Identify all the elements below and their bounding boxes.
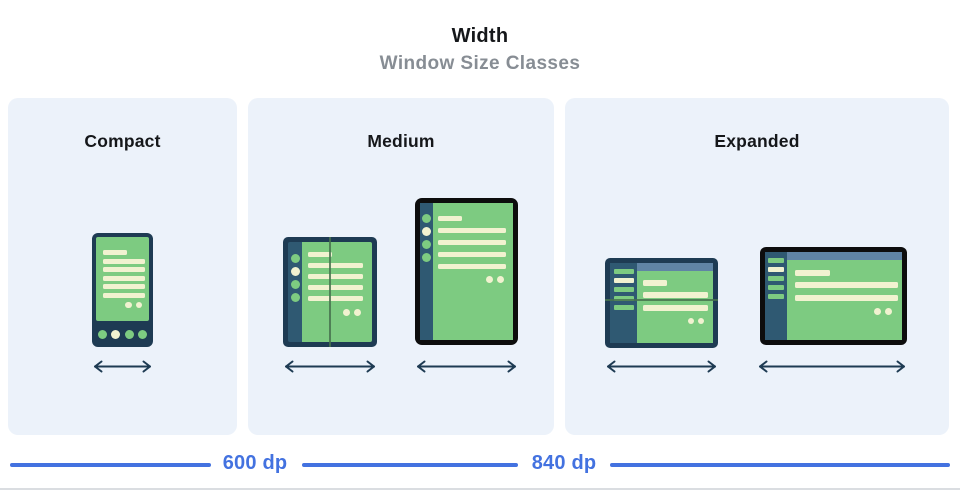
sidebar-bar xyxy=(614,287,634,292)
panel-compact-title: Compact xyxy=(84,131,161,151)
content-line xyxy=(103,284,145,289)
sidebar-bar xyxy=(768,294,784,299)
phone-screen xyxy=(96,237,149,321)
screen-dots xyxy=(103,301,145,308)
content-line xyxy=(438,264,506,269)
fold-crease-horizontal xyxy=(605,299,718,301)
tablet-screen xyxy=(433,203,513,340)
screen-dot xyxy=(125,301,132,308)
screen-dot xyxy=(486,276,493,283)
breakpoint-scale-line xyxy=(610,463,950,467)
foldable-open-portrait-illustration xyxy=(283,237,377,347)
phone-nav-bar xyxy=(96,321,149,347)
content-area xyxy=(787,260,902,340)
rail-dot xyxy=(422,240,431,249)
content-line xyxy=(308,263,363,268)
width-arrow-icon xyxy=(417,360,516,373)
panel-expanded: Expanded xyxy=(565,98,949,435)
fold-crease-vertical xyxy=(329,237,331,347)
content-line xyxy=(103,267,145,272)
nav-rail xyxy=(420,203,433,340)
content-line xyxy=(438,252,506,257)
breakpoint-scale-line xyxy=(302,463,518,467)
screen-dots xyxy=(438,276,506,283)
content-line xyxy=(308,285,363,290)
screen-dots xyxy=(795,308,895,315)
width-arrow-icon xyxy=(285,360,375,373)
app-top-bar xyxy=(637,263,713,271)
rail-dot xyxy=(290,293,300,302)
rail-dot xyxy=(290,267,300,276)
app-top-bar xyxy=(787,252,902,260)
content-line-short xyxy=(103,250,127,255)
nav-sidebar xyxy=(610,263,637,343)
sidebar-bar xyxy=(768,267,784,272)
diagram-subtitle: Window Size Classes xyxy=(379,53,581,74)
content-line-short xyxy=(438,216,462,221)
content-line xyxy=(643,305,708,311)
screen-dot xyxy=(688,318,694,324)
sidebar-bar xyxy=(614,278,634,283)
phone-illustration xyxy=(92,233,153,347)
breakpoint-label-840dp: 840 dp xyxy=(531,452,597,474)
foldable-open-landscape-illustration xyxy=(605,258,718,348)
nav-sidebar xyxy=(765,252,787,340)
screen-dot xyxy=(343,309,350,316)
content-line xyxy=(643,292,708,298)
sidebar-bar xyxy=(768,276,784,281)
content-line-short xyxy=(643,280,667,286)
sidebar-bar xyxy=(614,269,634,274)
rail-dot xyxy=(422,227,431,236)
sidebar-bar xyxy=(768,285,784,290)
nav-rail xyxy=(288,242,302,342)
bottom-divider xyxy=(0,488,960,490)
panel-expanded-title: Expanded xyxy=(714,131,800,151)
screen-dot xyxy=(135,301,142,308)
screen-dots xyxy=(643,318,708,324)
content-line-short xyxy=(308,252,332,257)
panel-compact: Compact xyxy=(8,98,237,435)
width-arrow-icon xyxy=(94,360,151,373)
screen-dot xyxy=(497,276,504,283)
content-line xyxy=(795,282,898,288)
content-line xyxy=(795,295,898,301)
sidebar-bar xyxy=(614,305,634,310)
content-line xyxy=(438,240,506,245)
rail-dot xyxy=(290,254,300,263)
content-line xyxy=(438,228,506,233)
rail-dot xyxy=(422,253,431,262)
content-line xyxy=(103,292,145,298)
foldable-screen xyxy=(637,263,713,343)
screen-dot xyxy=(354,309,361,316)
content-line xyxy=(103,258,145,264)
tablet-screen xyxy=(787,252,902,340)
diagram-title: Width xyxy=(451,25,509,47)
panel-medium-title: Medium xyxy=(367,131,435,151)
tablet-portrait-illustration xyxy=(415,198,518,345)
nav-dot xyxy=(111,329,121,339)
screen-dot xyxy=(874,308,881,315)
content-line xyxy=(103,275,145,281)
rail-dot xyxy=(290,280,300,289)
nav-dot xyxy=(97,329,107,339)
screen-dots xyxy=(308,309,363,316)
width-arrow-icon xyxy=(607,360,716,373)
screen-dot xyxy=(698,318,704,324)
content-line xyxy=(308,274,363,279)
breakpoint-label-600dp: 600 dp xyxy=(222,452,288,474)
width-arrow-icon xyxy=(759,360,905,373)
panel-medium: Medium xyxy=(248,98,554,435)
screen-dot xyxy=(885,308,892,315)
rail-dot xyxy=(422,214,431,223)
content-line xyxy=(308,296,363,301)
sidebar-bar xyxy=(614,296,634,301)
sidebar-bar xyxy=(768,258,784,263)
content-line-short xyxy=(795,270,830,276)
nav-dot xyxy=(138,329,148,339)
foldable-screen xyxy=(302,242,372,342)
content-area xyxy=(637,271,713,343)
tablet-landscape-illustration xyxy=(760,247,907,345)
nav-dot xyxy=(124,329,134,339)
breakpoint-scale-line xyxy=(10,463,211,467)
